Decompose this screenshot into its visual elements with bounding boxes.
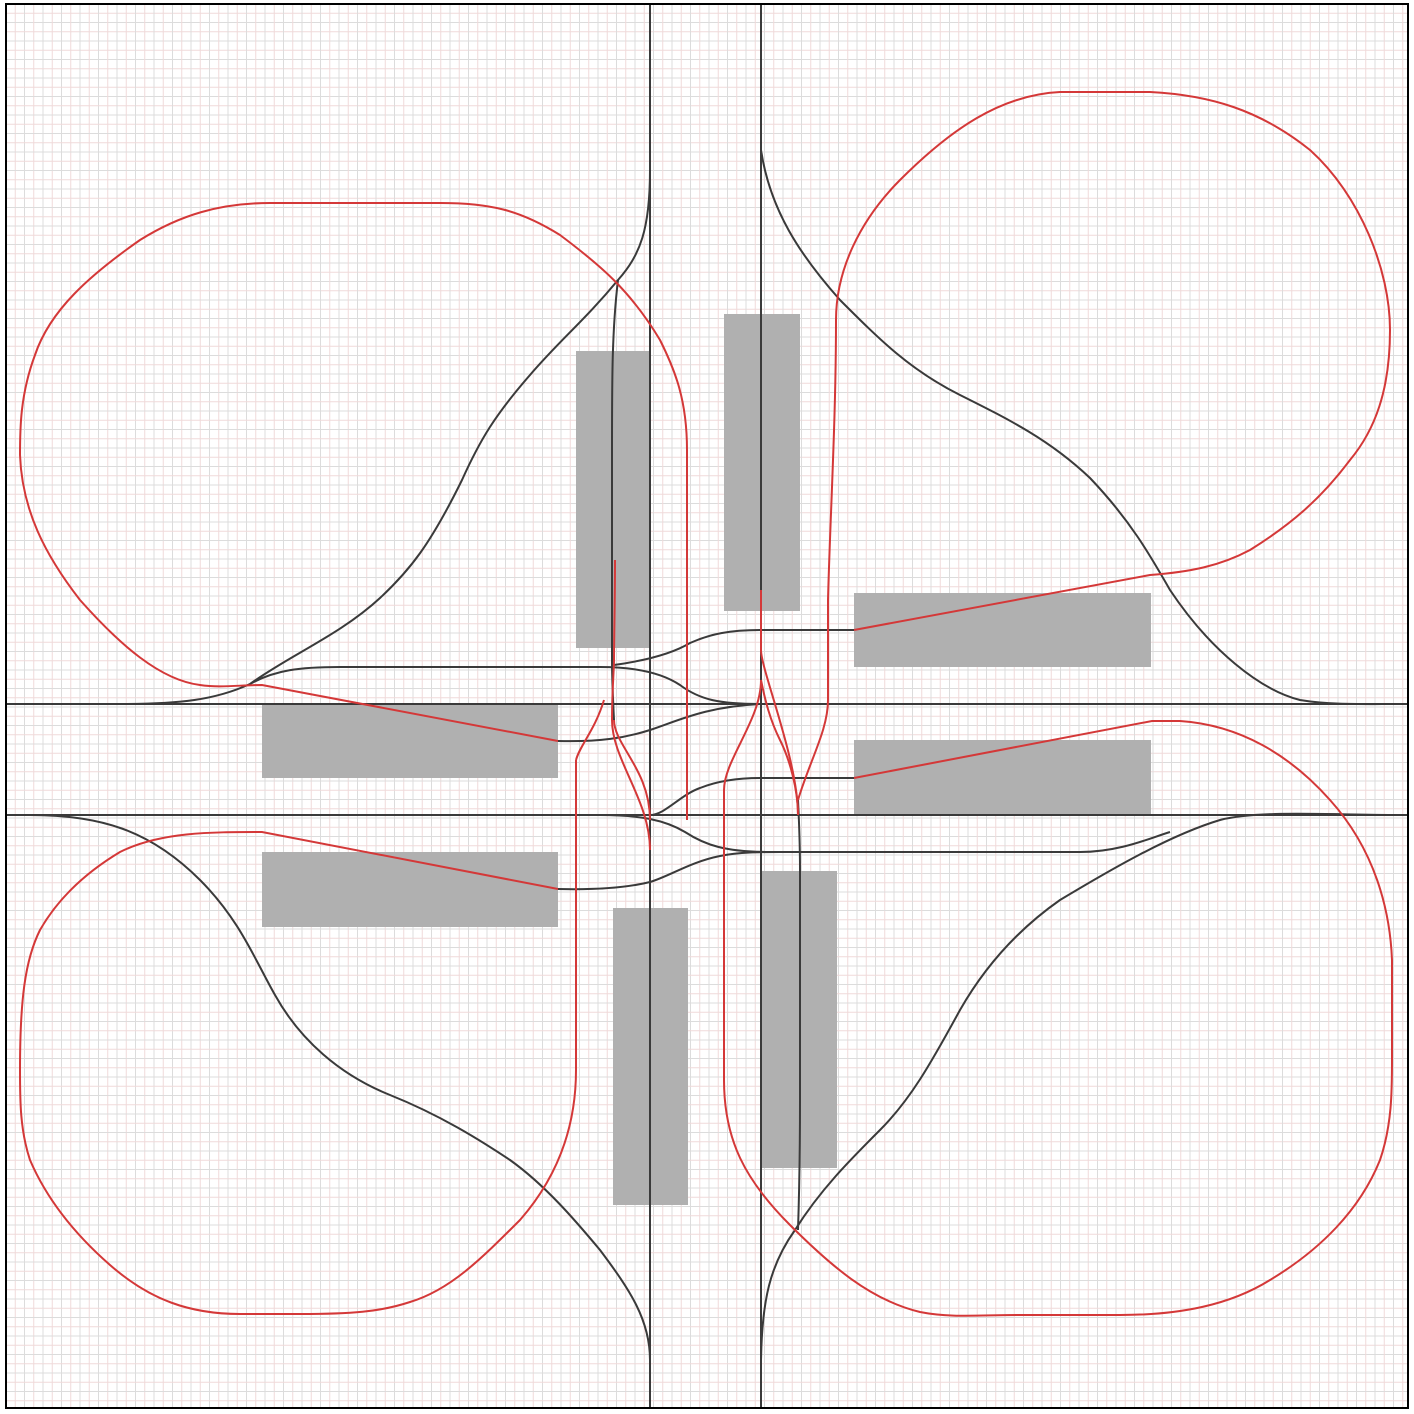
platform-north-west	[576, 351, 651, 648]
track-se-inner	[797, 799, 801, 1231]
track-west-bundle-lower	[557, 703, 761, 743]
main-tracks	[5, 5, 1409, 1409]
track-east-bundle-lower-a	[649, 777, 854, 816]
track-west-bundle-bottom	[557, 851, 781, 891]
loop-north-west	[18, 202, 689, 851]
red-loops	[18, 91, 1393, 1317]
diagram-frame	[5, 3, 1409, 1409]
track-west-bundle-upper	[249, 666, 761, 705]
track-east-bundle-lower-b	[599, 814, 1171, 853]
platform-west-upper	[262, 704, 558, 778]
loop-south-east	[723, 679, 1393, 1317]
loop-south-west	[18, 699, 651, 1315]
track-east-bundle-upper	[613, 629, 854, 666]
platform-east-upper	[854, 593, 1151, 667]
platform-west-lower	[262, 852, 558, 927]
platform-east-lower	[854, 740, 1151, 815]
track-ne-diagonal	[760, 149, 1401, 706]
track-sw-diagonal	[29, 814, 651, 1361]
